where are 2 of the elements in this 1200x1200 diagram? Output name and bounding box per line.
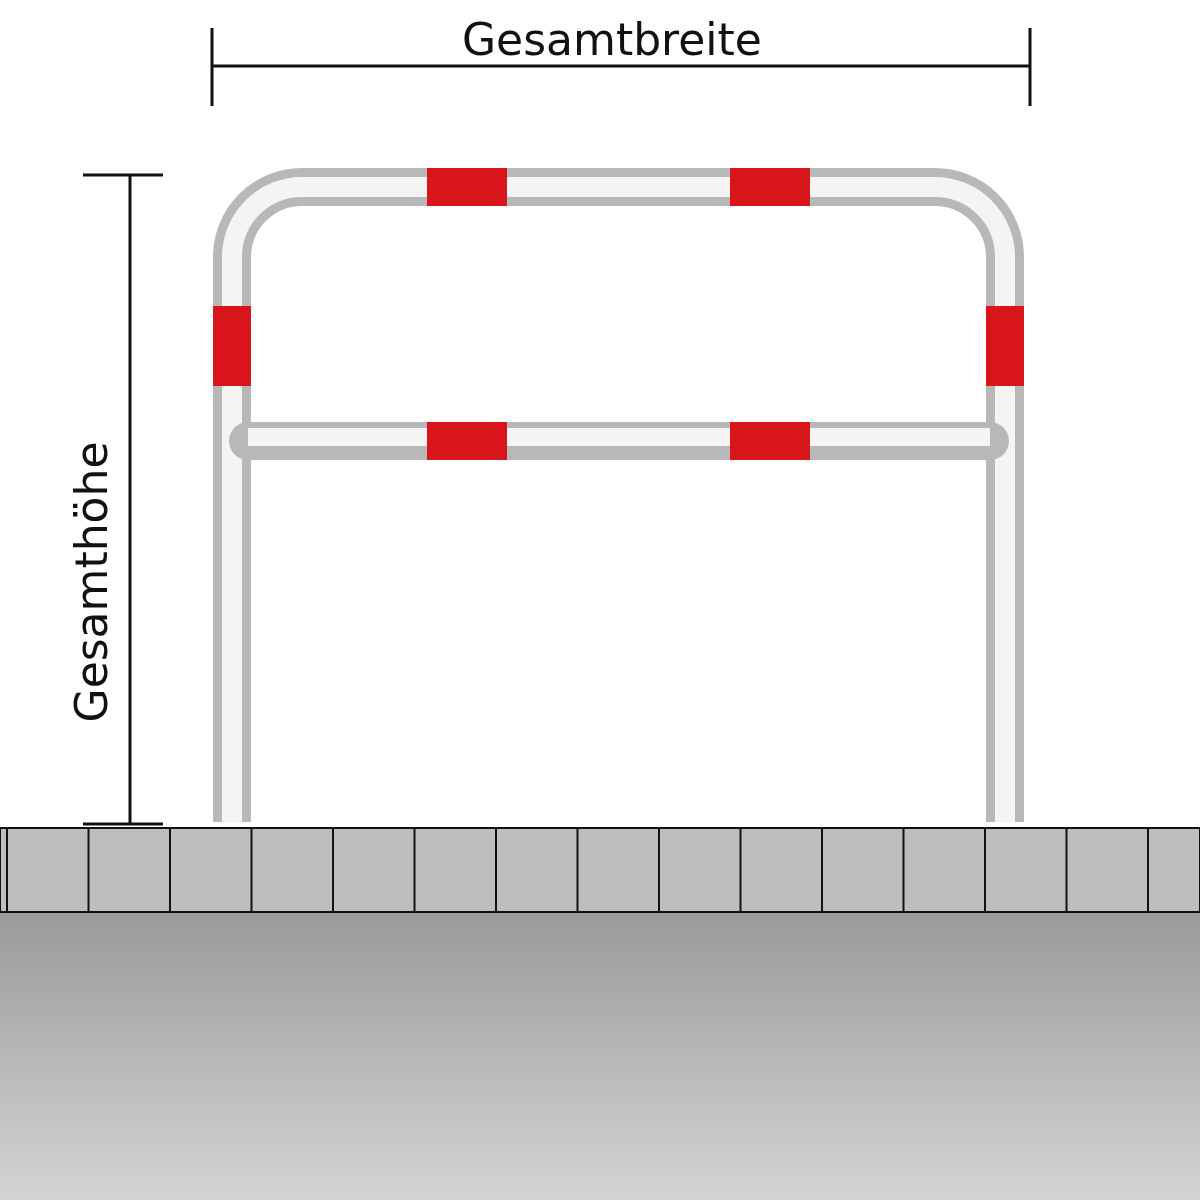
dimension-label: Gesamthöhe bbox=[69, 441, 114, 723]
dimension-label: Gesamtbreite bbox=[462, 18, 762, 62]
